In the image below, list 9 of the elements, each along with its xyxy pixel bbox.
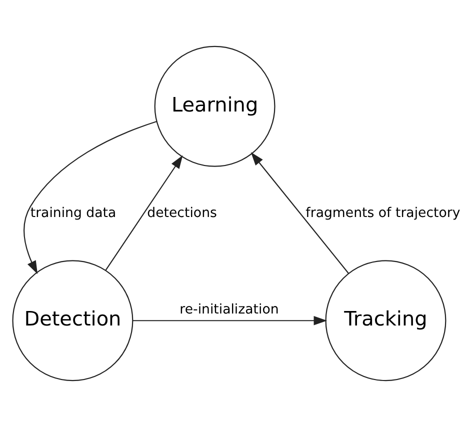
edge-label: fragments of trajectory [306, 205, 460, 220]
arrow [250, 152, 349, 274]
arrow [105, 154, 183, 270]
arrow [132, 315, 328, 325]
edge-label: detections [147, 205, 217, 220]
edge-label: training data [30, 205, 116, 220]
arrow [24, 120, 157, 274]
node-circle: Tracking [325, 260, 446, 381]
edge-label: re-initialization [180, 302, 279, 318]
